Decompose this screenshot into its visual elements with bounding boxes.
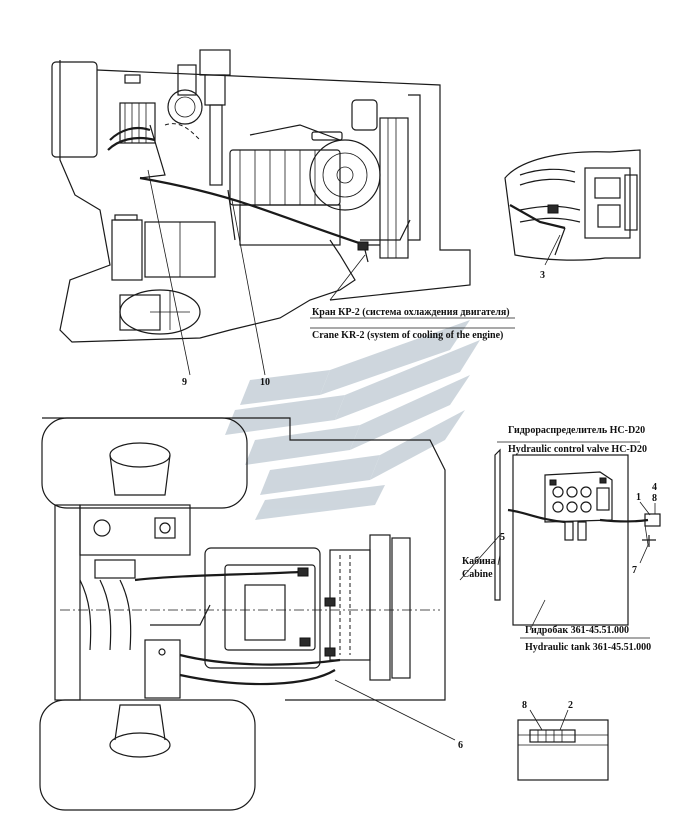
detail-view-crane <box>504 149 641 266</box>
leader-1 <box>639 501 651 516</box>
callout-6: 6 <box>458 740 463 751</box>
callout-4: 4 <box>652 482 657 493</box>
tank-label-ru: Гидробак 361-45.51.000 <box>525 625 629 636</box>
machine-top-view <box>39 417 446 811</box>
callout-8-top: 8 <box>652 493 657 504</box>
callout-9: 9 <box>182 377 187 388</box>
leader-7 <box>639 544 649 564</box>
leader-6 <box>334 679 456 741</box>
crane-label-ru: Кран КР-2 (система охлаждения двигателя) <box>312 307 510 318</box>
leader-lines-top <box>147 169 515 376</box>
valve-label-ru: Гидрораспределитель НС-D20 <box>508 425 645 436</box>
callout-7: 7 <box>632 565 637 576</box>
hydraulic-panel-view <box>459 441 661 639</box>
crane-label-en: Crane KR-2 (system of cooling of the eng… <box>312 330 503 341</box>
cabin-label-en: Cabine <box>462 569 493 580</box>
callout-1: 1 <box>636 492 641 503</box>
callout-8-bottom: 8 <box>522 700 527 711</box>
valve-label-en: Hydraulic control valve HC-D20 <box>508 444 647 455</box>
callout-10: 10 <box>260 377 270 388</box>
tank-label-en: Hydraulic tank 361-45.51.000 <box>525 642 651 653</box>
engine-side-view <box>51 49 471 343</box>
callout-2: 2 <box>568 700 573 711</box>
watermark-logo <box>225 320 480 520</box>
cabin-label-ru: Кабина <box>462 556 496 567</box>
callout-5: 5 <box>500 532 505 543</box>
callout-3: 3 <box>540 270 545 281</box>
detail-view-small <box>517 709 609 781</box>
